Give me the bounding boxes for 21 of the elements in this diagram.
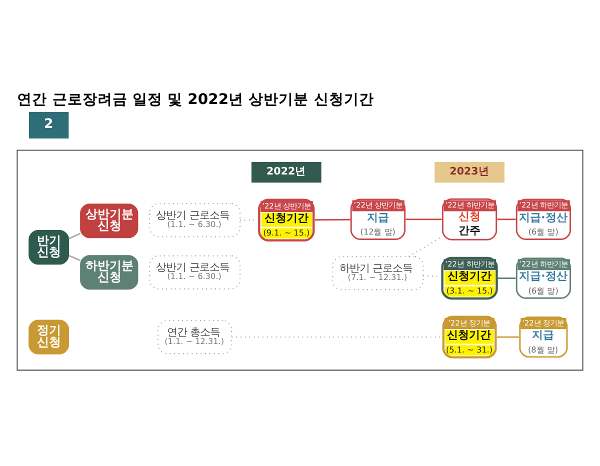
node-box: 상반기 근로소득 (1.1. ~ 6.30.) (149, 255, 241, 290)
label: 2 (44, 116, 54, 132)
connector (408, 236, 442, 258)
node-box: 정기 신청 (28, 320, 70, 354)
node-box: 반기 신청 (28, 230, 70, 265)
diagram-title: 연간 근로장려금 일정 및 2022년 상반기분 신청기간 (17, 90, 374, 108)
node-box: 상반기 근로소득 (1.1. ~ 6.30.) (149, 203, 241, 238)
connector (68, 254, 81, 262)
node-box: 2022년 (251, 162, 322, 183)
node-box: 상반기분 신청 (80, 204, 138, 238)
connector (314, 218, 350, 221)
node-box: 연간 총소득 (1.1. ~ 12.31.) (157, 320, 232, 354)
node-box: 2023년 (434, 162, 504, 183)
node-box: 하반기 근로소득 (7.1. ~ 12.31.) (332, 256, 424, 290)
connector (68, 232, 81, 240)
connector (497, 218, 516, 220)
cluster (16, 150, 584, 371)
connector (406, 218, 442, 220)
connector (496, 336, 520, 338)
connector (498, 278, 516, 279)
node-box: 하반기분 신청 (80, 255, 138, 290)
